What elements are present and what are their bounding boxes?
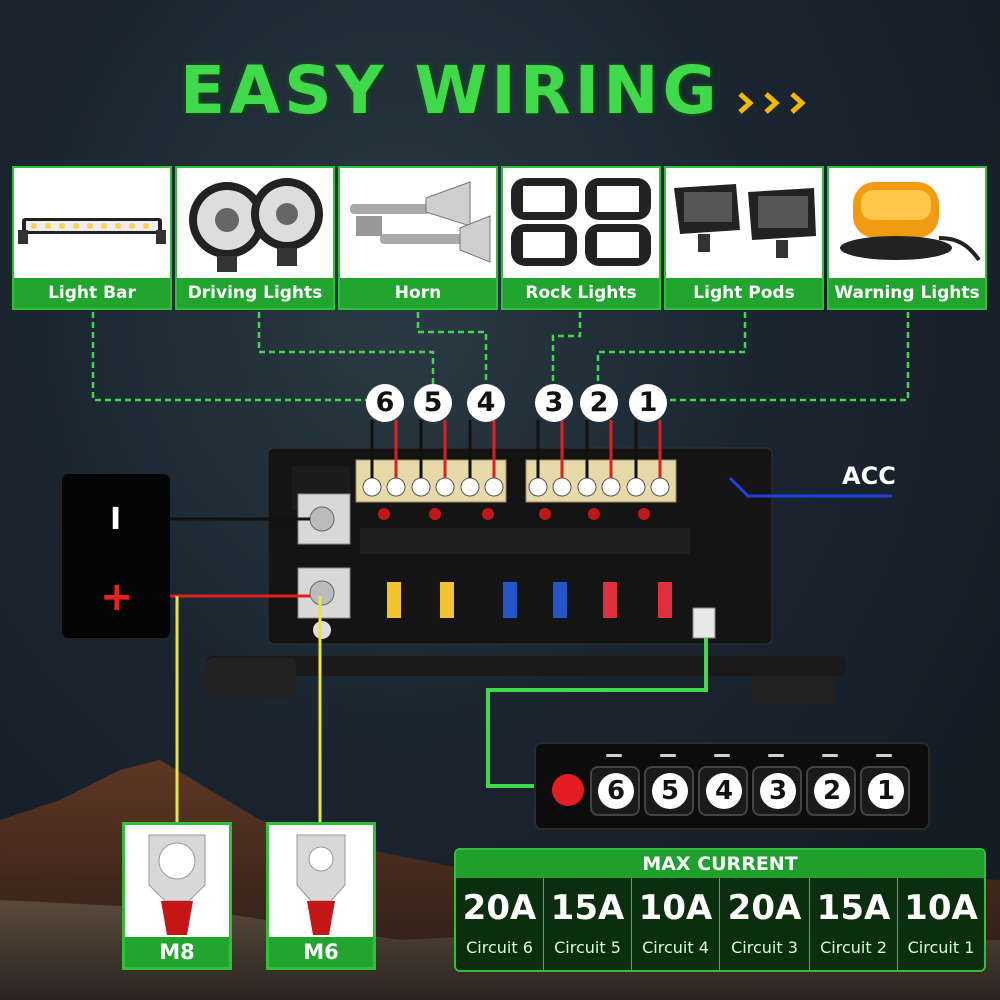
max-current-cell: 10A Circuit 4 [632,878,720,970]
max-current-circuit: Circuit 6 [466,938,533,957]
circuit-number-badge: 5 [414,384,452,422]
max-current-circuit: Circuit 3 [731,938,798,957]
accessory-card-light-bar: Light Bar [12,166,172,310]
max-current-cell: 20A Circuit 6 [456,878,544,970]
max-current-cell: 20A Circuit 3 [720,878,810,970]
circuit-number-badge: 6 [366,384,404,422]
switch-button-5[interactable]: 5 [644,766,694,816]
accessory-label: Rock Lights [503,278,659,308]
warning-lights-icon [840,182,981,262]
max-current-cell: 15A Circuit 5 [544,878,632,970]
max-current-amps: 20A [462,888,537,928]
accessory-label: Warning Lights [829,278,985,308]
max-current-cell: 15A Circuit 2 [810,878,898,970]
indicator-led [660,754,676,757]
accessory-card-horn: Horn [338,166,498,310]
max-current-amps: 20A [727,888,802,928]
max-current-circuit: Circuit 4 [642,938,709,957]
switch-button-label: 3 [760,773,796,809]
accessory-label: Horn [340,278,496,308]
max-current-table: MAX CURRENT 20A Circuit 6 15A Circuit 5 … [454,848,986,972]
accessory-label: Light Bar [14,278,170,308]
page-title: EASY WIRING [180,52,721,129]
battery-positive-label: + [100,574,134,620]
lug-card-m6: M6 [266,822,376,970]
indicator-led [822,754,838,757]
max-current-amps: 15A [816,888,891,928]
rock-lights-icon [511,178,651,266]
acc-label: ACC [842,462,896,490]
lug-label: M6 [269,937,373,967]
master-power-button[interactable] [552,774,584,806]
switch-button-label: 5 [652,773,688,809]
accessory-card-warning-lights: Warning Lights [827,166,987,310]
switch-button-label: 1 [868,773,904,809]
light-pods-icon [674,184,816,258]
max-current-circuit: Circuit 1 [907,938,975,957]
lug-label: M8 [125,937,229,967]
chevron-arrows-icon [738,92,806,114]
ring-terminal-icon [148,834,206,935]
light-bar-icon [18,218,166,244]
battery-terminals: I + [62,474,170,638]
circuit-number-badge: 4 [467,384,505,422]
indicator-led [768,754,784,757]
indicator-led [606,754,622,757]
switch-button-label: 4 [706,773,742,809]
max-current-amps: 10A [638,888,713,928]
battery-negative-label: I [110,502,122,537]
accessory-label: Driving Lights [177,278,333,308]
switch-button-4[interactable]: 4 [698,766,748,816]
circuit-number-badge: 3 [535,384,573,422]
driving-lights-icon [189,178,323,272]
max-current-header: MAX CURRENT [456,850,984,878]
ring-terminal-icon [296,834,346,935]
switch-button-1[interactable]: 1 [860,766,910,816]
lug-card-m8: M8 [122,822,232,970]
accessory-cards: Light Bar Driving Lights Horn Rock Light… [12,166,988,310]
accessory-card-rock-lights: Rock Lights [501,166,661,310]
indicator-led [876,754,892,757]
max-current-amps: 10A [904,888,978,928]
circuit-number-badge: 1 [629,384,667,422]
circuit-number-badge: 2 [580,384,618,422]
switch-button-label: 2 [814,773,850,809]
accessory-label: Light Pods [666,278,822,308]
switch-panel: 6 5 4 3 2 1 [534,742,930,830]
switch-button-3[interactable]: 3 [752,766,802,816]
switch-button-2[interactable]: 2 [806,766,856,816]
switch-button-label: 6 [598,773,634,809]
accessory-card-light-pods: Light Pods [664,166,824,310]
horn-icon [350,181,491,263]
switch-button-6[interactable]: 6 [590,766,640,816]
max-current-circuit: Circuit 2 [820,938,887,957]
max-current-cell: 10A Circuit 1 [898,878,984,970]
indicator-led [714,754,730,757]
accessory-card-driving-lights: Driving Lights [175,166,335,310]
max-current-amps: 15A [550,888,625,928]
max-current-circuit: Circuit 5 [554,938,621,957]
